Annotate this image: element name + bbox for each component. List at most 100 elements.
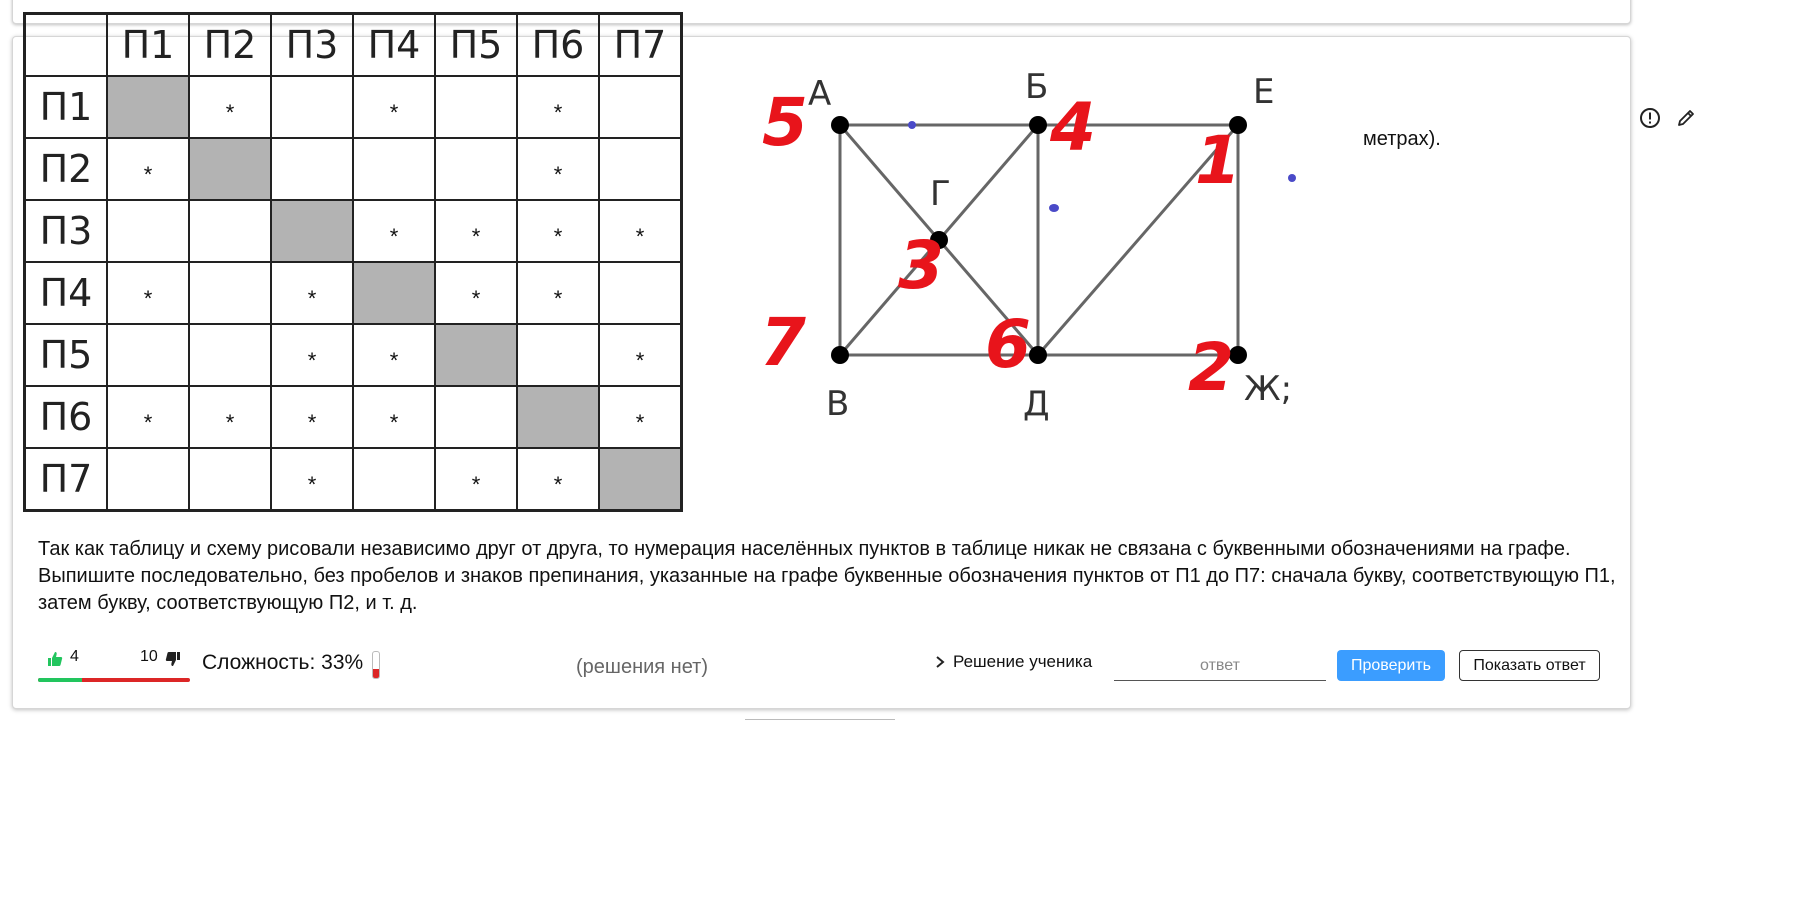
table-cell: * [352, 385, 436, 449]
node-g [930, 231, 948, 249]
check-button[interactable]: Проверить [1337, 650, 1445, 681]
table-cell [352, 137, 436, 201]
diagonal-cell [352, 261, 436, 325]
blue-dot [1288, 174, 1296, 182]
table-row: П2** [23, 137, 683, 201]
label-e: Е [1253, 72, 1274, 112]
row-header: П1 [23, 75, 108, 139]
column-header: П4 [352, 12, 436, 77]
table-cell [434, 385, 518, 449]
table-cell: * [106, 385, 190, 449]
diagonal-cell [106, 75, 190, 139]
question-text: Так как таблицу и схему рисовали независ… [38, 538, 1616, 614]
show-answer-button[interactable]: Показать ответ [1459, 650, 1600, 681]
table-cell [106, 199, 190, 263]
label-d: Д [1023, 384, 1050, 424]
table-cell: * [598, 385, 683, 449]
blue-dot [908, 121, 916, 129]
table-cell: * [106, 137, 190, 201]
student-solution-toggle[interactable]: Решение ученика [935, 652, 1092, 672]
table-cell [270, 75, 354, 139]
student-solution-label: Решение ученика [953, 652, 1093, 671]
table-cell: * [434, 261, 518, 325]
diagonal-cell [188, 137, 272, 201]
red-annotation: 3 [898, 227, 944, 304]
diagonal-cell [434, 323, 518, 387]
answer-input[interactable] [1114, 652, 1326, 681]
dislikes-count: 10 [140, 648, 158, 665]
table-cell: * [270, 447, 354, 512]
table-cell [106, 323, 190, 387]
table-cell [434, 137, 518, 201]
column-header: П1 [106, 12, 190, 77]
row-header: П2 [23, 137, 108, 201]
road-mark: * [307, 409, 317, 435]
report-button[interactable] [1637, 105, 1663, 131]
row-header: П7 [23, 447, 108, 512]
table-cell: * [270, 385, 354, 449]
road-mark: * [553, 471, 563, 497]
red-annotation: 2 [1188, 329, 1234, 406]
table-cell [188, 323, 272, 387]
road-mark: * [389, 409, 399, 435]
road-mark: * [635, 223, 645, 249]
table-corner-cell [23, 12, 108, 77]
node-b [1029, 116, 1047, 134]
road-mark: * [553, 99, 563, 125]
table-cell [270, 137, 354, 201]
table-cell [516, 323, 600, 387]
table-cell: * [270, 261, 354, 325]
label-v: В [826, 384, 849, 424]
likes-count: 4 [70, 648, 79, 665]
table-cell: * [598, 323, 683, 387]
table-cell: * [516, 447, 600, 512]
road-mark: * [553, 161, 563, 187]
road-mark: * [553, 223, 563, 249]
table-cell: * [434, 199, 518, 263]
table-cell: * [352, 323, 436, 387]
red-annotation: 5 [762, 84, 808, 161]
table-cell [106, 447, 190, 512]
column-header: П3 [270, 12, 354, 77]
node-v [831, 346, 849, 364]
table-cell [188, 261, 272, 325]
table-cell: * [598, 199, 683, 263]
road-mark: * [307, 471, 317, 497]
table-row: П3**** [23, 199, 683, 263]
table-row: П1*** [23, 75, 683, 139]
table-cell: * [516, 199, 600, 263]
road-mark: * [143, 285, 153, 311]
column-header: П5 [434, 12, 518, 77]
partial-condition-text: метрах). [1363, 128, 1441, 150]
table-cell [352, 447, 436, 512]
red-annotation: 1 [1195, 122, 1241, 199]
edit-button[interactable] [1673, 105, 1699, 131]
road-mark: * [553, 285, 563, 311]
row-header: П5 [23, 323, 108, 387]
blue-dot [1049, 204, 1059, 212]
chevron-right-icon [936, 656, 945, 668]
road-mark: * [307, 285, 317, 311]
column-header: П7 [598, 12, 683, 77]
road-mark: * [389, 347, 399, 373]
table-cell: * [188, 385, 272, 449]
road-mark: * [307, 347, 317, 373]
table-cell [598, 261, 683, 325]
table-cell [434, 75, 518, 139]
road-mark: * [389, 223, 399, 249]
road-mark: * [225, 99, 235, 125]
road-mark: * [635, 347, 645, 373]
label-a: А [808, 74, 831, 114]
table-cell: * [270, 323, 354, 387]
road-graph: А Б Е Г В Д Ж; 5 4 1 3 7 6 2 [760, 67, 1296, 424]
node-d [1029, 346, 1047, 364]
red-annotation: 4 [1049, 89, 1096, 166]
difficulty-label: Сложность: 33% [202, 651, 364, 674]
thumbs-down-icon[interactable] [164, 650, 182, 668]
vote-widget: 4 10 [38, 648, 190, 684]
diagonal-cell [598, 447, 683, 512]
thumbs-up-icon[interactable] [46, 650, 64, 668]
road-mark: * [471, 471, 481, 497]
red-annotation: 6 [985, 306, 1031, 383]
